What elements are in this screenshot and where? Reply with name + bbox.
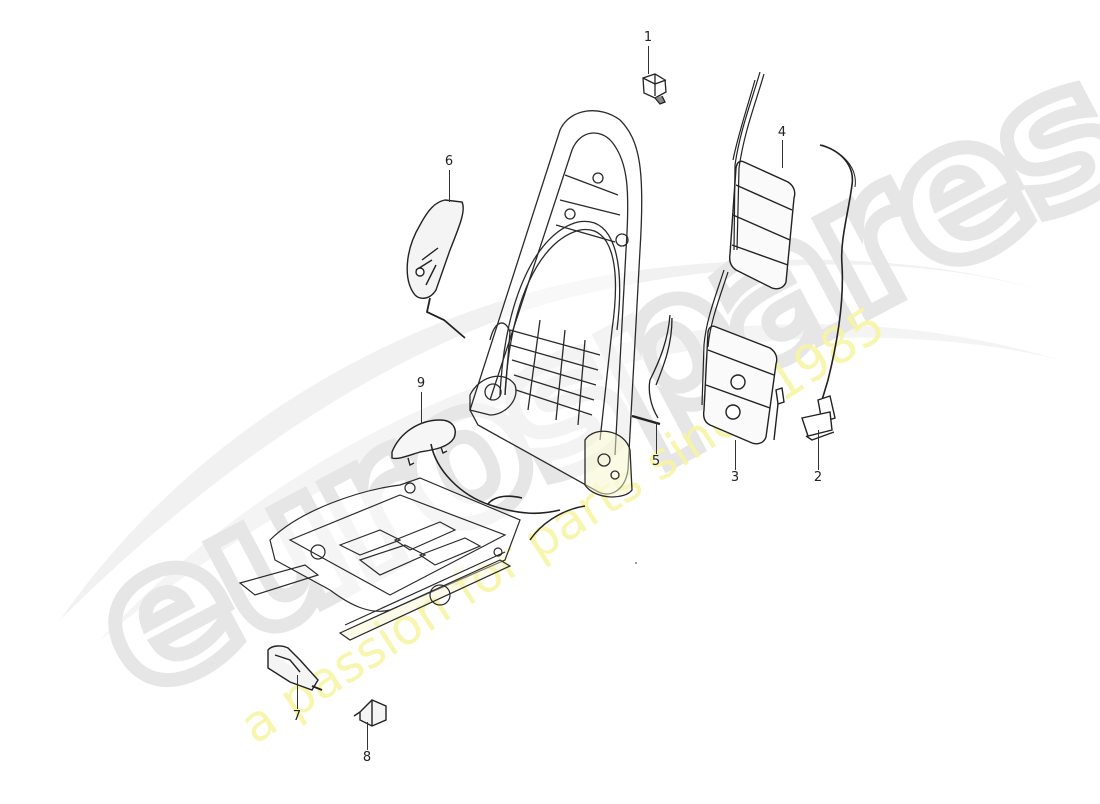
callout-8[interactable]: 8 (362, 750, 372, 765)
part-5-cable-tie (631, 314, 673, 426)
callout-3[interactable]: 3 (730, 470, 740, 485)
stray-dot (635, 562, 637, 564)
part-3-heating-pad-lower (701, 269, 785, 445)
leader-line-2 (818, 430, 819, 470)
callout-1[interactable]: 1 (643, 30, 653, 45)
callout-4[interactable]: 4 (777, 125, 787, 140)
leader-line-6 (449, 170, 450, 202)
leader-line-8 (367, 722, 368, 750)
part-1-connector-block (642, 73, 667, 105)
part-7-connector-housing (267, 645, 323, 691)
callout-2[interactable]: 2 (813, 470, 823, 485)
leader-line-7 (297, 675, 298, 709)
watermark-swoosh (60, 259, 1060, 640)
callout-7[interactable]: 7 (292, 709, 302, 724)
callout-5[interactable]: 5 (651, 454, 661, 469)
leader-line-9 (421, 392, 422, 424)
seat-cushion-frame (238, 477, 521, 641)
part-4-heating-pad-upper (728, 71, 796, 290)
part-8-bracket (353, 699, 387, 727)
leader-line-5 (656, 422, 657, 454)
leader-line-3 (735, 440, 736, 470)
seat-back-frame (469, 110, 643, 498)
part-9-lumbar-support (391, 419, 586, 541)
part-2-sensor-cable (801, 144, 856, 441)
callout-9[interactable]: 9 (416, 376, 426, 391)
part-6-side-bolster (406, 199, 466, 339)
leader-line-4 (782, 140, 783, 168)
callout-6[interactable]: 6 (444, 154, 454, 169)
leader-line-1 (648, 46, 649, 74)
